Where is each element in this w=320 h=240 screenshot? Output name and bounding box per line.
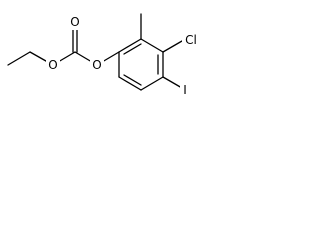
ring-bond-1 (118, 38, 142, 53)
ring-bond-5 (118, 76, 142, 91)
atom-oxygen-phenoxy: O (92, 58, 101, 72)
atom-chlorine: Cl (185, 33, 197, 47)
ring-bond-2 (140, 38, 164, 53)
atom-iodine: I (183, 83, 187, 97)
bond-ring-i (162, 76, 183, 89)
atom-oxygen-carbonyl: O (70, 15, 79, 29)
ring-bond-4 (140, 76, 164, 91)
bond-ch3-ch2 (7, 51, 31, 66)
ring-double-1 (123, 43, 142, 55)
bond-ring-cl (162, 40, 183, 53)
ring-double-3 (123, 74, 142, 86)
atom-oxygen-ester: O (48, 58, 57, 72)
structure-diagram: O O O Cl I (0, 0, 292, 98)
molecule-drawing: O O O Cl I (7, 13, 200, 97)
